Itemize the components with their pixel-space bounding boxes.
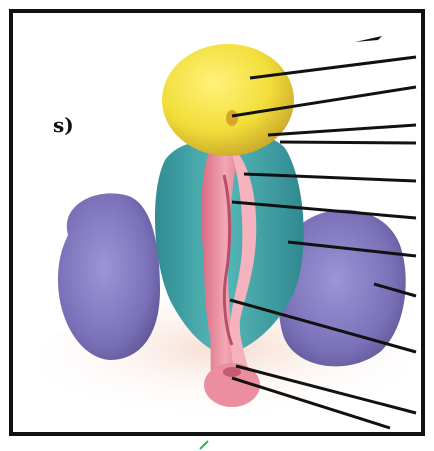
corner-mark xyxy=(198,439,218,451)
left-lateral-mass xyxy=(58,193,160,360)
lower-opening xyxy=(223,367,241,377)
top-mark xyxy=(355,36,382,42)
leader-line-3 xyxy=(268,125,416,135)
leader-line-4 xyxy=(280,142,416,143)
top-structure xyxy=(162,44,294,156)
top-structure-dimple xyxy=(226,110,238,126)
